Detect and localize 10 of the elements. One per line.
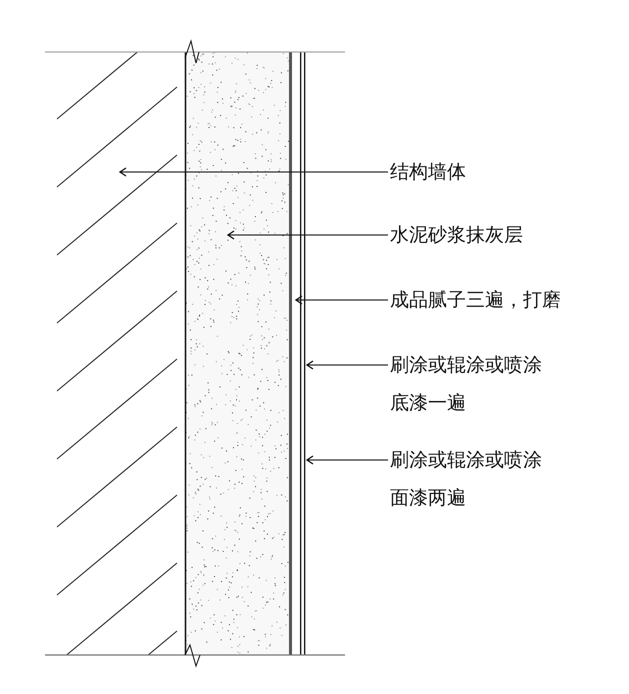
leader-line <box>227 230 388 240</box>
callout-text: 结构墙体 <box>390 160 467 185</box>
callout-text: 刷涂或辊涂或喷涂底漆一遍 <box>390 353 543 416</box>
leader-line <box>306 360 388 370</box>
leader-line <box>306 455 388 465</box>
callout-text: 刷涂或辊涂或喷涂面漆两遍 <box>390 448 543 511</box>
leader-line <box>295 295 388 305</box>
callout-text: 成品腻子三遍，打磨 <box>390 288 562 313</box>
callout-text: 水泥砂浆抹灰层 <box>390 223 524 248</box>
leader-line <box>119 167 388 177</box>
